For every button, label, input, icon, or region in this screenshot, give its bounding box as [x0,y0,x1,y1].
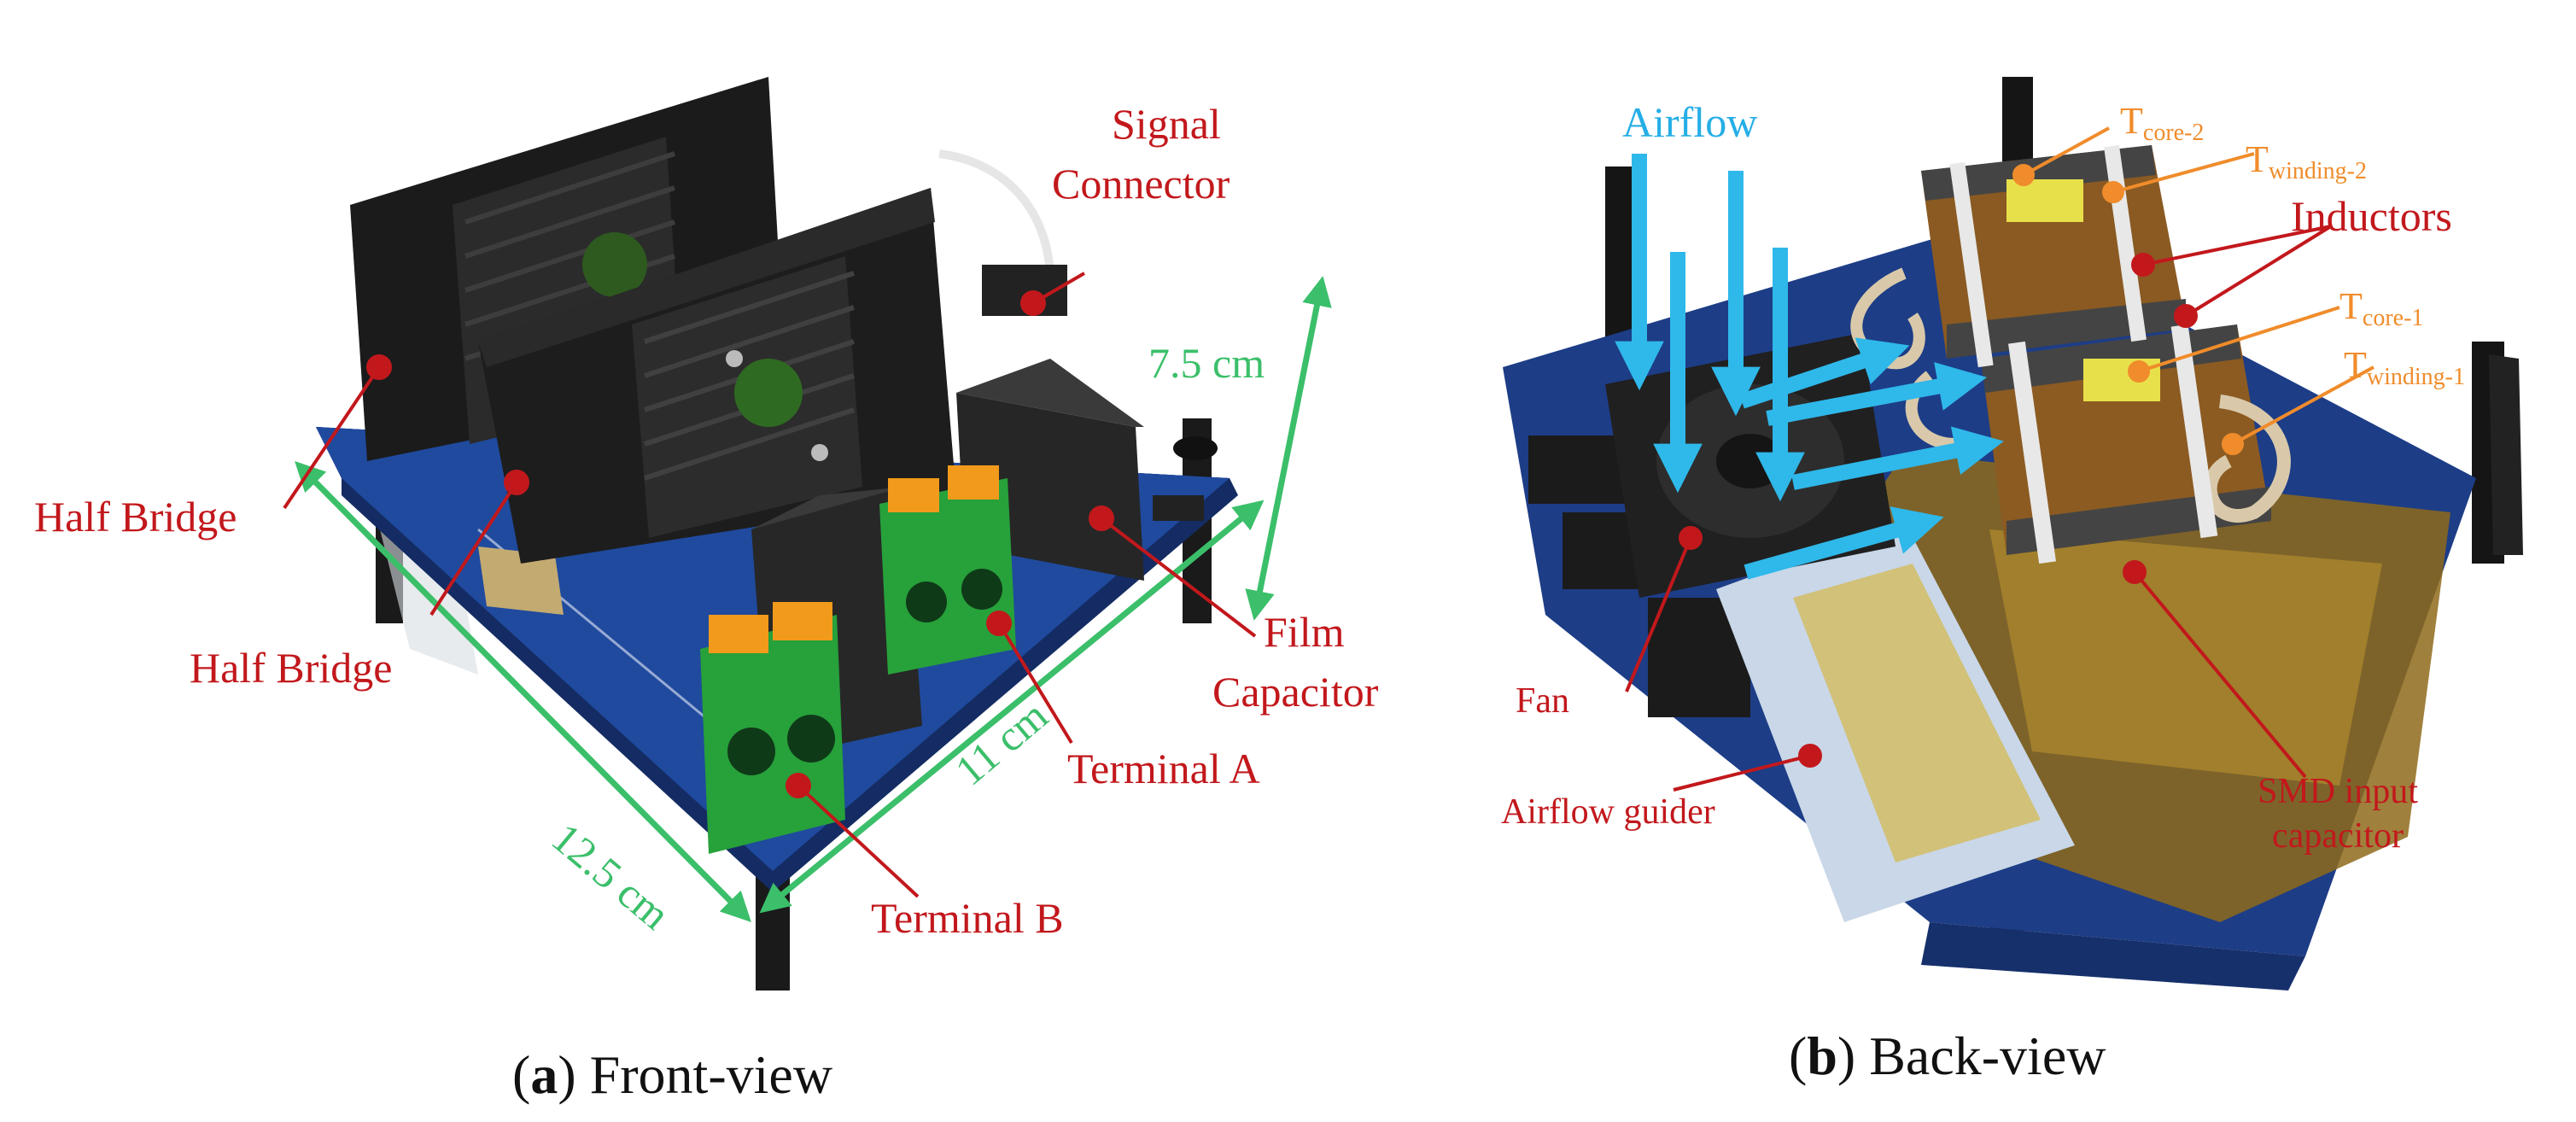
front-view-annotations [283,272,1332,922]
airflow-guider-label: Airflow guider [1501,792,1715,832]
airflow-label: Airflow [1622,98,1758,146]
caption-front-view-text: Front-view [589,1044,833,1105]
inductors-label: Inductors [2291,192,2452,240]
half-bridge-label-2: Half Bridge [190,644,393,692]
back-view-annotations [1615,126,2374,792]
terminal-b-label: Terminal B [871,894,1064,942]
film-capacitor-label-line1: Film [1264,608,1345,656]
dimension-height-arrow [1245,276,1332,621]
t-winding-1-label: Twinding-1 [2344,344,2465,390]
caption-front-view-letter: a [530,1044,558,1105]
fan-label: Fan [1516,681,1569,721]
caption-back-view-letter: b [1807,1026,1837,1086]
dimension-width-arrow [759,500,1265,914]
signal-connector-label-line1: Signal [1112,100,1221,148]
smd-input-capacitor-label-line1: SMD input [2258,772,2418,811]
half-bridge-label-1: Half Bridge [34,493,237,541]
caption-back-view: (b) Back-view [1789,1026,2106,1086]
t-core-2-label: Tcore-2 [2120,100,2205,146]
signal-connector-label-line2: Connector [1052,160,1230,207]
t-winding-2-label: Twinding-2 [2246,138,2367,184]
t-core-1-label: Tcore-1 [2339,285,2424,331]
caption-front-view: (a) Front-view [512,1044,833,1105]
film-capacitor-label-line2: Capacitor [1212,668,1379,716]
airflow-arrows [1615,154,2004,580]
caption-back-view-text: Back-view [1869,1026,2106,1086]
dimension-height-label: 7.5 cm [1148,339,1265,387]
smd-input-capacitor-label-line2: capacitor [2272,816,2404,856]
dimension-length-arrow [295,461,751,922]
terminal-a-label: Terminal A [1067,745,1260,792]
front-view-photo [316,77,1238,991]
